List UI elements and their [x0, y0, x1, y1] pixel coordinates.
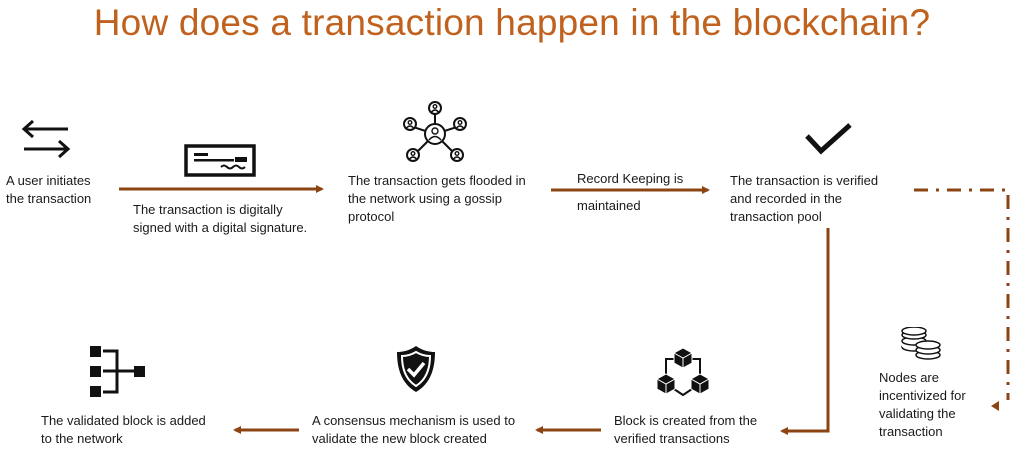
shield-check-icon — [395, 345, 437, 398]
coins-icon — [899, 326, 943, 368]
blocks-icon — [656, 347, 710, 402]
swap-arrows-icon — [20, 119, 72, 163]
hierarchy-icon — [90, 346, 146, 405]
page-title: How does a transaction happen in the blo… — [93, 2, 931, 43]
arrow-label-record-keeping-line2: maintained — [577, 198, 641, 213]
network-people-icon — [400, 100, 470, 169]
dashdot-arrow-to-incentive — [914, 188, 1010, 411]
checkmark-icon — [804, 122, 854, 161]
signed-check-icon — [184, 144, 256, 182]
arrow-label-record-keeping-line1: Record Keeping is — [577, 171, 684, 186]
arrow-step5-to-7 — [780, 228, 830, 435]
